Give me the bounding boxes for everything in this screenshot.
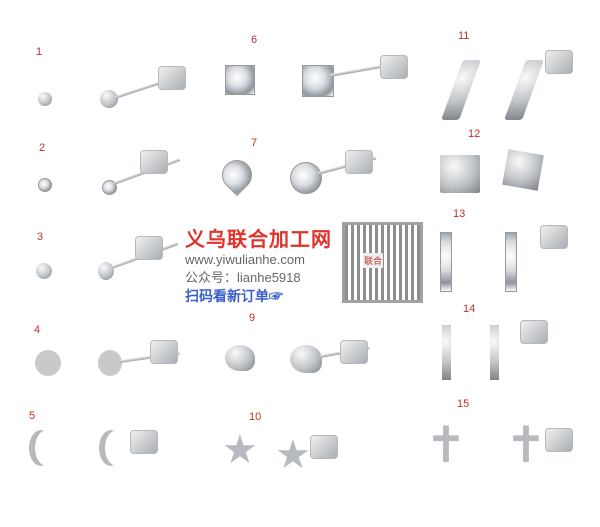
moon-stud-side [105, 430, 129, 466]
star-stud-side: ★ [275, 433, 311, 477]
earring-back [545, 428, 573, 452]
ball-stud-side [100, 90, 118, 108]
square-gem-side [302, 65, 334, 97]
moon-stud-front [35, 430, 59, 466]
earring-back [545, 50, 573, 74]
item-number: 3 [37, 231, 44, 243]
watermark-account: 公众号：lianhe5918 [185, 270, 301, 285]
watermark-title: 义乌联合加工网 [185, 229, 332, 251]
cross-stud-side: ✝ [505, 417, 547, 473]
cross-stud-front: ✝ [425, 417, 467, 473]
gem-stud-side [102, 180, 117, 195]
brushed-disc-side [98, 350, 122, 376]
star-stud-front: ★ [222, 428, 258, 472]
qr-logo: 联合 [363, 253, 384, 268]
item-number: 6 [251, 34, 258, 46]
bar-stud-front [442, 325, 451, 380]
item-number: 4 [34, 324, 41, 336]
heart-gem-front [215, 153, 259, 197]
item-number: 5 [29, 410, 36, 422]
earring-back [540, 225, 568, 249]
disc-stud-side [98, 262, 114, 280]
earring-back [158, 66, 186, 90]
brushed-disc-front [35, 350, 61, 376]
item-number: 12 [468, 128, 481, 140]
square-gem-front [225, 65, 255, 95]
item-number: 7 [251, 137, 258, 149]
item-number: 13 [453, 208, 466, 220]
disc-stud-front [36, 263, 52, 279]
item-number: 9 [249, 312, 256, 324]
gem-stud-front [38, 178, 52, 192]
earring-back [345, 150, 373, 174]
watermark-scan-text: 扫码看新订单☞ [185, 288, 283, 304]
heart-stud-front [225, 345, 255, 371]
earring-back [310, 435, 338, 459]
square-stud-side [502, 149, 544, 191]
earring-back [130, 430, 158, 454]
qr-code [342, 222, 423, 303]
earring-back [150, 340, 178, 364]
ball-stud-front [38, 92, 52, 106]
gem-bar-side [505, 232, 517, 292]
item-number: 15 [457, 398, 470, 410]
item-number: 1 [36, 46, 43, 58]
earring-back [520, 320, 548, 344]
earring-back [380, 55, 408, 79]
bar-stud-side [490, 325, 499, 380]
lightning-stud-side [504, 60, 544, 120]
earring-back [340, 340, 368, 364]
gem-bar-front [440, 232, 452, 292]
watermark: 义乌联合加工网 www.yiwulianhe.com 公众号：lianhe591… [185, 223, 425, 306]
heart-stud-side [290, 345, 322, 373]
item-number: 10 [249, 411, 262, 423]
lightning-stud-front [441, 60, 481, 120]
earring-back [140, 150, 168, 174]
earring-back [135, 236, 163, 260]
item-number: 14 [463, 303, 476, 315]
item-number: 2 [39, 142, 46, 154]
heart-gem-side [290, 162, 322, 194]
square-stud-front [440, 155, 480, 193]
item-number: 11 [458, 30, 470, 42]
watermark-url: www.yiwulianhe.com [185, 252, 305, 267]
